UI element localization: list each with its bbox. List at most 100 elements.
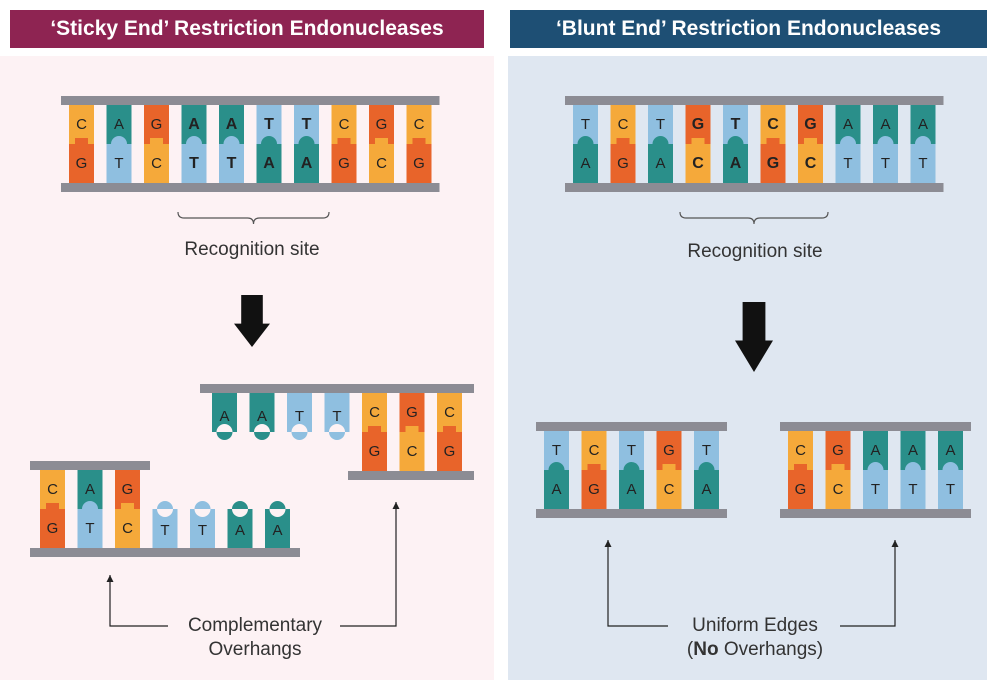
no-overhangs-line: (No Overhangs) [686,639,824,660]
left-fragment-top-backbone [30,461,150,470]
complementary-overhangs-label: Complementary Overhangs [155,614,355,662]
blunt-site-bottom-base [573,136,598,183]
left-fragment-bottom-base [77,501,103,548]
overhang-label-line1: Complementary [187,615,323,636]
right-overhang-pointer-head [392,502,400,509]
blunt-site-bottom-base [723,136,748,183]
blunt-left-fragment-bottom-base-label: C [664,481,675,498]
blunt-site-top-base-label: T [581,116,590,133]
left-fragment-bottom-base [40,503,65,548]
blunt-right-fragment-bottom-base [825,464,851,509]
sticky-site-bottom-base-label: A [301,155,313,172]
blunt-right-fragment-top-base-label: G [832,442,844,459]
right-overhang-pointer [340,502,397,627]
blunt-left-fragment-bottom-base-label: A [626,481,636,498]
left-fragment-bottom-base [265,501,290,548]
sticky-site-bottom-base [369,138,394,183]
blunt-site-bottom-base-label: G [767,155,779,172]
blunt-site-top-base-label: G [804,116,816,133]
overhang-label-line2: Overhangs [208,639,302,660]
left-fragment-bottom-base [227,501,253,548]
blunt-recognition-site-label: Recognition site [687,241,823,262]
sticky-site-bottom-base-label: T [114,155,123,172]
sticky-site-top-base-label: A [188,116,200,133]
blunt-site-bottom-base-label: C [805,155,817,172]
blunt-left-fragment-top-backbone [536,422,727,431]
sticky-site-bottom-base [144,138,169,183]
blunt-site-bottom-base [798,138,823,183]
sticky-site-bottom-base [294,136,319,183]
right-fragment-top-label: A [257,408,267,425]
right-fragment-top-label: A [219,408,229,425]
sticky-site-bottom-base-label: G [76,155,88,172]
left-fragment-bottom-label: A [272,522,282,539]
blunt-right-fragment-top-base-label: A [870,442,880,459]
right-fragment-top-backbone [200,384,474,393]
right-fragment-bottom-base [437,426,462,471]
sticky-site-bottom-base-label: T [189,155,199,172]
blunt-site-bottom-base [835,136,861,183]
blunt-site-bottom-base-label: T [881,155,890,172]
blunt-right-fragment-bottom-base [788,464,813,509]
left-fragment-bottom-base [190,501,215,548]
blunt-site-top-base-label: C [618,116,629,133]
right-fragment-bottom-base [362,426,387,471]
blunt-site-bottom-base-label: T [843,155,852,172]
uniform-edges-label: Uniform Edges (No Overhangs) [655,614,855,662]
blunt-site-top-backbone [565,96,944,105]
right-fragment-top-label: C [444,404,455,421]
blunt-site-bottom-base-label: C [692,155,704,172]
sticky-site-bottom-base [256,136,282,183]
right-fragment-top-label: C [369,404,380,421]
blunt-left-fragment-bottom-base-label: G [588,481,600,498]
blunt-right-pointer-head [891,540,899,547]
blunt-right-fragment-top-backbone [780,422,971,431]
blunt-end-panel: ‘Blunt End’ Restriction Endonucleases T A… [500,0,987,680]
left-fragment-bottom-label: G [47,520,59,537]
left-fragment-top-label: A [85,481,95,498]
blunt-left-fragment-top-base-label: T [627,442,636,459]
sticky-site-top-base-label: C [76,116,87,133]
sticky-panel-title: ‘Sticky End’ Restriction Endonucleases [10,10,484,48]
left-fragment-bottom-label: T [160,522,169,539]
blunt-site-top-base-label: T [731,116,741,133]
sticky-site-bottom-base-label: G [413,155,425,172]
right-fragment-top-base [324,393,350,440]
blunt-site-bottom-base [610,138,636,183]
blunt-panel-title: ‘Blunt End’ Restriction Endonucleases [510,10,987,48]
blunt-left-fragment-bottom-base-label: A [551,481,561,498]
left-fragment-bottom-label: C [122,520,133,537]
blunt-left-fragment-top-base-label: T [552,442,561,459]
sticky-site-bottom-base [69,138,94,183]
sticky-end-panel: ‘Sticky End’ Restriction Endonucleases C… [0,10,494,680]
blunt-right-fragment-top-base [788,431,813,476]
left-fragment-top-label: G [122,481,134,498]
sticky-site-bottom-base-label: A [263,155,275,172]
sticky-site-top-base-label: G [376,116,388,133]
blunt-left-fragment-top-base-label: C [589,442,600,459]
right-fragment-top-base [249,393,275,440]
blunt-site-top-base-label: C [767,116,779,133]
sticky-site-bottom-base-label: C [151,155,162,172]
blunt-right-fragment-bottom-base-label: G [795,481,807,498]
blunt-site-bottom-base-label: A [655,155,665,172]
right-fragment-bottom-label: G [369,443,381,460]
blunt-site-top-base-label: G [692,116,704,133]
blunt-right-fragment-bottom-base-label: T [908,481,917,498]
blunt-site-bottom-base [910,136,936,183]
sticky-site-top-base-label: T [264,116,274,133]
blunt-site-bottom-base [648,136,673,183]
blunt-left-fragment-bottom-base [544,462,569,509]
sticky-site-top-base-label: C [414,116,425,133]
sticky-site-top-backbone [61,96,440,105]
sticky-site-bottom-base-label: G [338,155,350,172]
blunt-left-fragment-bottom-base-label: A [701,481,711,498]
sticky-site-top-base-label: G [151,116,163,133]
left-overhang-pointer-head [106,575,114,582]
sticky-site-top-base-label: A [226,116,238,133]
uniform-edges-line1: Uniform Edges [692,615,818,636]
right-fragment-bottom-base [399,426,425,471]
blunt-site-bottom-base-label: A [730,155,742,172]
